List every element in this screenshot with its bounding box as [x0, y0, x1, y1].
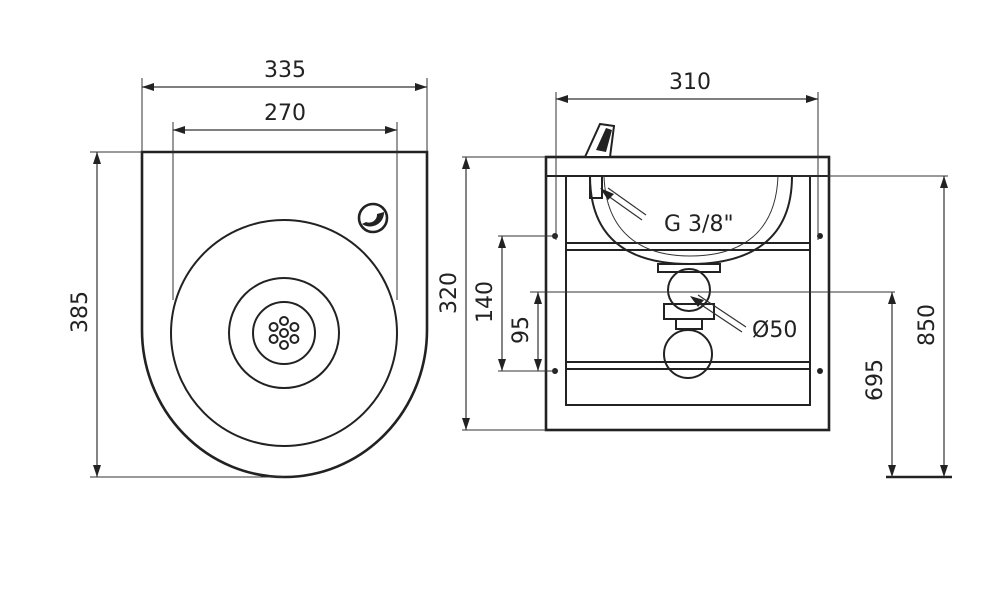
drain-holes [268, 316, 300, 350]
inlet-thread-label: G 3/8" [664, 212, 734, 237]
waste-trap [657, 263, 721, 379]
drain-ring [252, 301, 316, 365]
mounting-rails [566, 242, 810, 370]
dim-waste-offset-label: 95 [509, 316, 534, 344]
bowl-outer-circle [170, 219, 398, 447]
frame-outer [544, 155, 831, 432]
dim-height-label: 320 [437, 272, 462, 314]
top-view: 335 270 385 [68, 58, 429, 479]
basin-outline [140, 150, 429, 479]
dim-mounting-height-label: 850 [915, 304, 940, 346]
dim-bracket-spacing-label: 140 [473, 281, 498, 323]
dim-waste-height-label: 695 [863, 359, 888, 401]
dim-depth-label: 385 [68, 291, 93, 333]
dim-basin-width-label: 270 [264, 101, 306, 126]
inlet-pipe [589, 175, 603, 199]
waste-diameter-leader [690, 294, 747, 333]
waste-diameter-label: Ø50 [752, 318, 797, 343]
front-view: 310 320 140 95 850 695 G 3/8" Ø50 [437, 70, 952, 479]
push-button-tap-icon [357, 202, 389, 234]
spout-icon [583, 122, 616, 158]
bowl-inner-circle [228, 277, 340, 389]
frame-inner [565, 175, 811, 406]
dim-overall-width-label: 335 [264, 58, 306, 83]
inlet-thread-leader [600, 187, 647, 221]
dim-front-width-label: 310 [669, 70, 711, 95]
